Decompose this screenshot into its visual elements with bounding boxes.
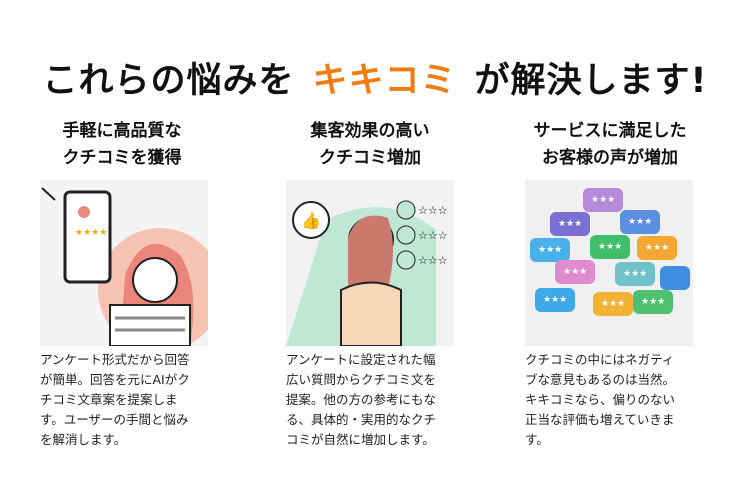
svg-text:★★★: ★★★ <box>591 195 615 205</box>
feature-description: アンケートに設定された幅広い質問からクチコミ文を提案。他の方の参考にもなる、具体… <box>286 352 437 447</box>
svg-text:★★★: ★★★ <box>543 295 567 305</box>
feature-heading: 集客効果の高いクチコミ増加 <box>310 121 430 168</box>
svg-text:★★★: ★★★ <box>645 243 669 253</box>
svg-text:👍: 👍 <box>301 211 321 230</box>
svg-text:☆☆☆: ☆☆☆ <box>418 254 448 267</box>
svg-text:★★★: ★★★ <box>598 242 622 252</box>
svg-text:★★★: ★★★ <box>628 217 652 227</box>
feature-column-3: サービスに満足したお客様の声が増加 ★★★ ★★★ ★★★ ★★★ ★★★ ★★… <box>510 118 710 447</box>
feature-heading: 手軽に高品質なクチコミを獲得 <box>62 121 182 168</box>
feature-description: クチコミの中にはネガティブな意見もあるのは当然。キキコミなら、偏りのない正当な評… <box>525 352 676 447</box>
speech-bubbles-illustration: ★★★ ★★★ ★★★ ★★★ ★★★ ★★★ ★★★ ★★★ ★★★ ★★★ … <box>525 180 693 346</box>
svg-text:★★★: ★★★ <box>601 299 625 309</box>
person-holding-phone-illustration: ★★★★ <box>40 180 208 346</box>
feature-column-2: 集客効果の高いクチコミ増加 👍 ☆☆☆ ☆☆☆ ☆☆☆ アンケートに設定された幅… <box>270 118 470 447</box>
feature-heading: サービスに満足したお客様の声が増加 <box>533 121 687 168</box>
svg-text:★★★: ★★★ <box>563 267 587 277</box>
svg-text:★★★: ★★★ <box>623 269 647 279</box>
svg-text:☆☆☆: ☆☆☆ <box>418 204 448 217</box>
woman-thumbs-up-illustration: 👍 ☆☆☆ ☆☆☆ ☆☆☆ <box>286 180 454 346</box>
svg-text:☆☆☆: ☆☆☆ <box>418 229 448 242</box>
title-text: が解決します! <box>474 61 708 101</box>
feature-description: アンケート形式だから回答が簡単。回答を元にAIがクチコミ文章案を提案します。ユー… <box>40 352 190 447</box>
feature-column-1: 手軽に高品質なクチコミを獲得 ★★★★ アンケート形式だから回答が簡単。回答を元… <box>22 118 222 447</box>
page-title: これらの悩みをキキコミが解決します! <box>0 52 750 103</box>
svg-text:★★★★: ★★★★ <box>75 228 107 238</box>
svg-text:★★★: ★★★ <box>538 245 562 255</box>
svg-text:★★★: ★★★ <box>558 219 582 229</box>
title-text: これらの悩みを <box>42 61 295 101</box>
svg-text:★★★: ★★★ <box>641 297 665 307</box>
brand-name: キキコミ <box>312 61 457 101</box>
